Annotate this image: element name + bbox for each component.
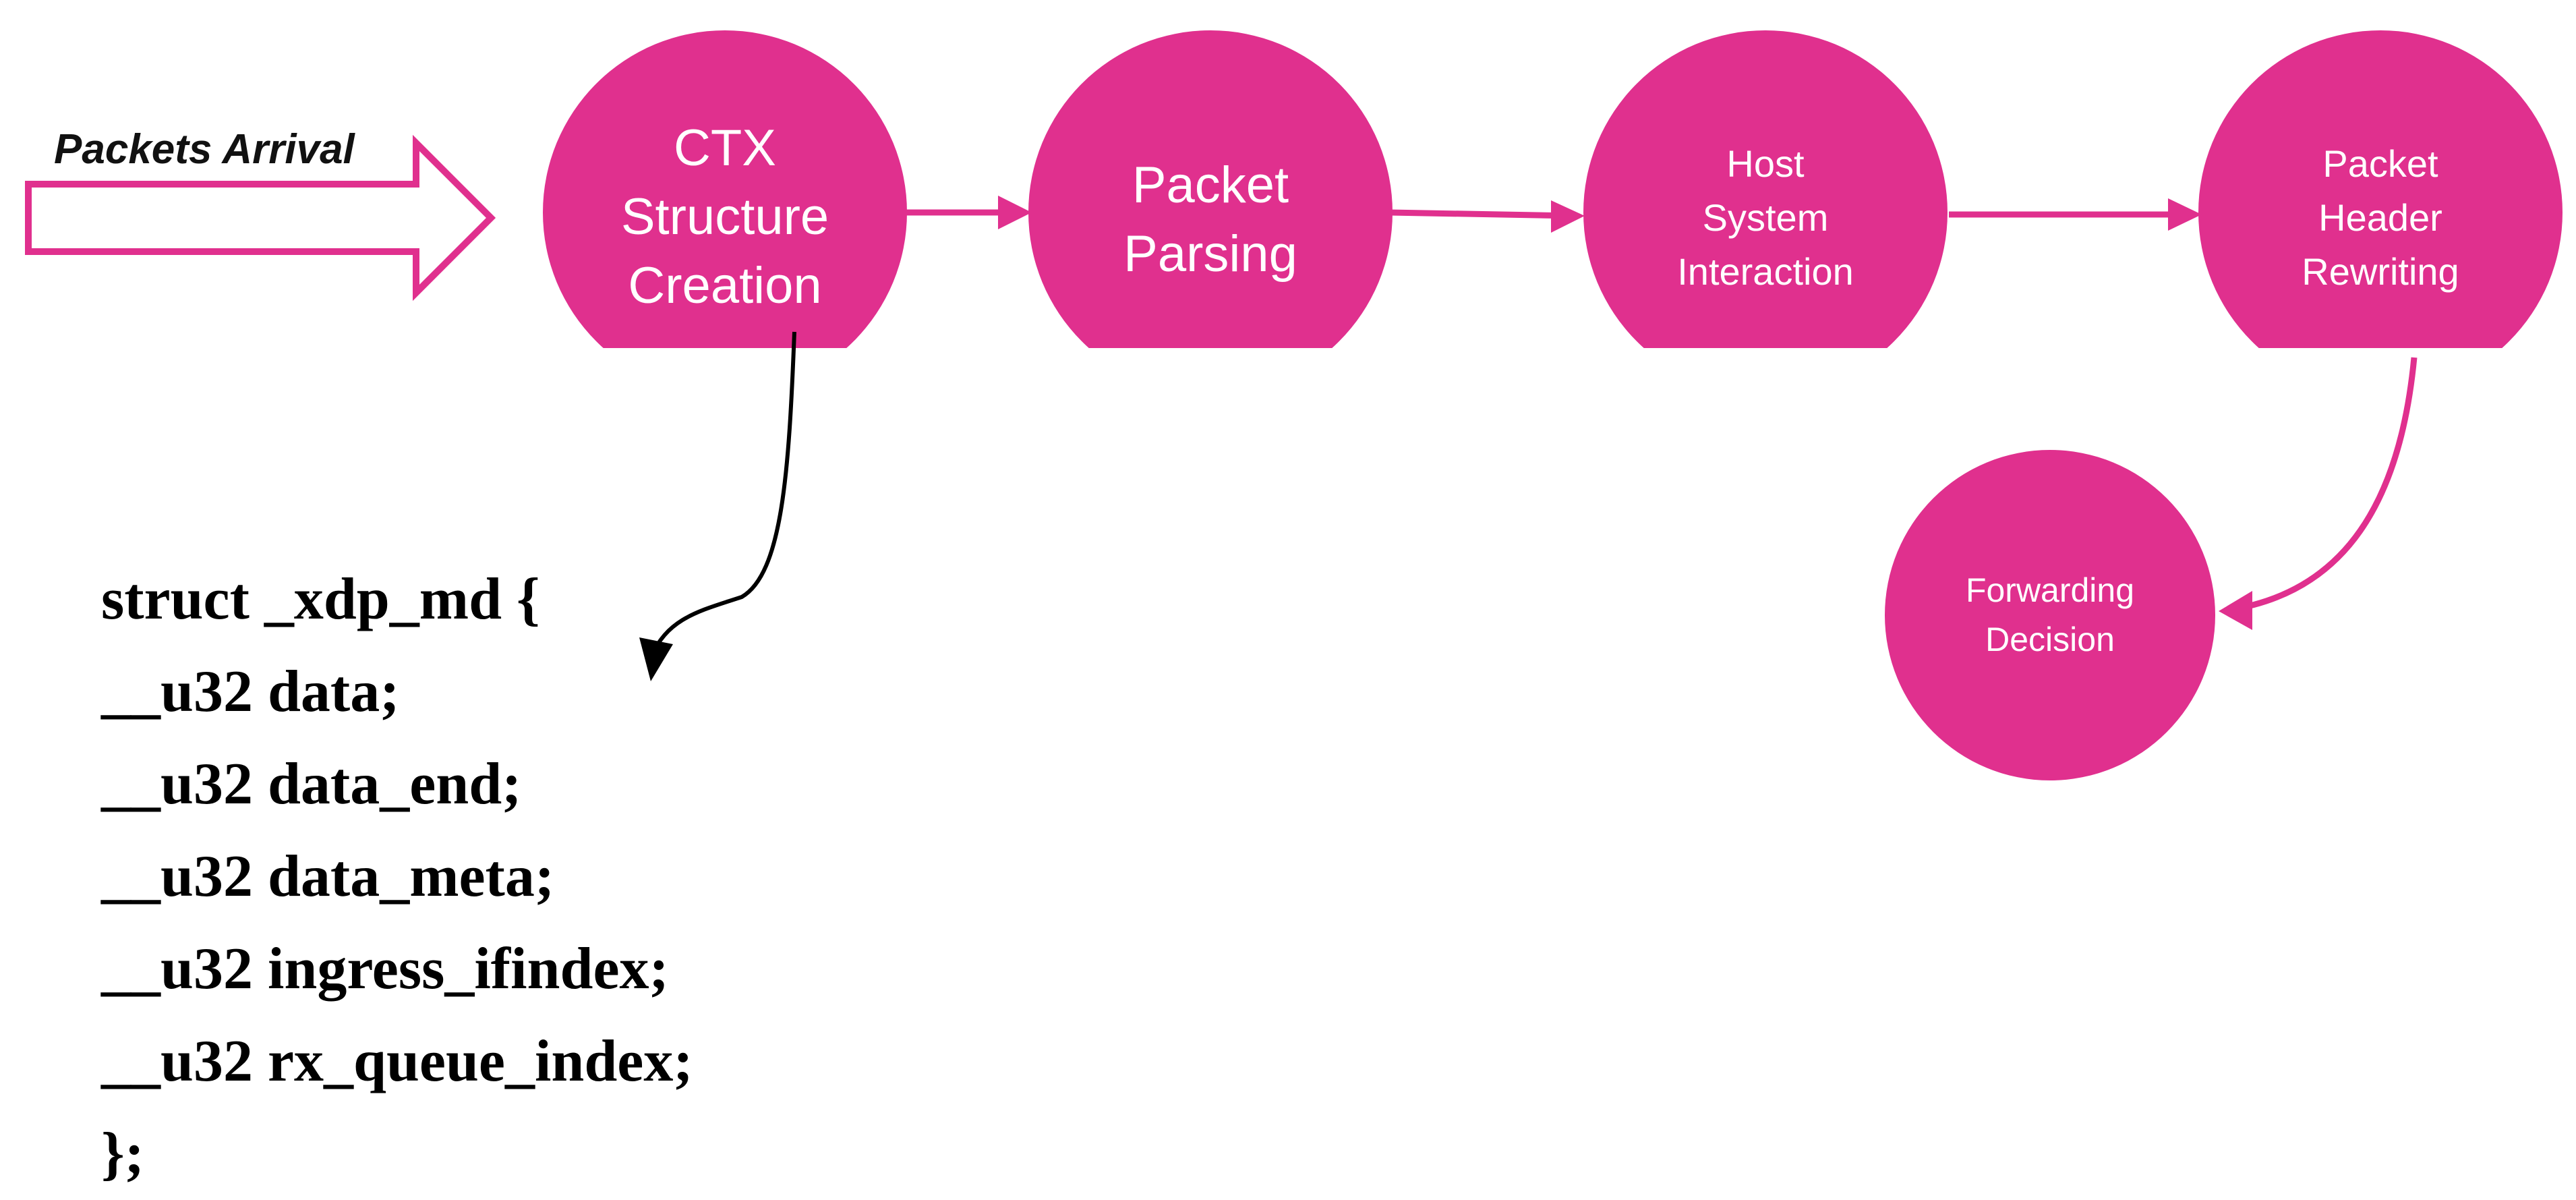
code-line-3: __u32 data_end;	[101, 751, 522, 817]
code-line-7: };	[101, 1121, 144, 1187]
code-line-2: __u32 data;	[101, 659, 400, 724]
connector-parsing-to-host	[1388, 209, 1575, 219]
top-row-nodes	[543, 30, 2563, 348]
connector-host-to-rewrite-head	[2168, 198, 2202, 231]
packets-arrival-label: Packets Arrival	[54, 126, 356, 173]
node-ctx-structure-creation	[543, 30, 907, 348]
node-packet-parsing	[1028, 30, 1393, 348]
rewrite-label-line-3: Rewriting	[2302, 250, 2459, 293]
connector-parsing-to-host-head	[1551, 200, 1585, 233]
node-packet-header-rewriting	[2198, 30, 2563, 348]
host-label-line-3: Interaction	[1677, 250, 1854, 293]
code-line-4: __u32 data_meta;	[101, 844, 555, 909]
connector-rewrite-to-forward-head	[2219, 591, 2252, 630]
xdp-md-struct-code: struct _xdp_md { __u32 data; __u32 data_en…	[101, 553, 693, 1200]
connector-rewrite-to-forward	[2225, 357, 2418, 614]
ctx-to-struct-head	[639, 637, 673, 681]
ctx-to-struct-curve	[649, 331, 796, 659]
arrival-arrow-shape	[25, 134, 496, 302]
rewrite-label-line-1: Packet	[2322, 142, 2438, 185]
connector-ctx-to-parsing-head	[998, 196, 1032, 229]
rewrite-label-line-2: Header	[2318, 196, 2442, 239]
packets-arrival-arrow: Packets Arrival	[25, 126, 496, 302]
parsing-label-line-1: Packet	[1132, 156, 1289, 214]
ctx-to-struct-arrow	[639, 331, 796, 681]
ctx-label-line-1: CTX	[674, 119, 776, 177]
forward-label-line-2: Decision	[1985, 621, 2115, 658]
forward-label-line-1: Forwarding	[1966, 571, 2134, 609]
ctx-label-line-3: Creation	[628, 257, 821, 314]
node-host-system-interaction	[1583, 30, 1948, 348]
code-line-5: __u32 ingress_ifindex;	[101, 936, 669, 1002]
parsing-label-line-2: Parsing	[1123, 225, 1297, 283]
ctx-label-line-2: Structure	[621, 188, 829, 246]
connectors	[904, 196, 2418, 630]
node-labels: CTX Structure Creation Packet Parsing Ho…	[621, 119, 2459, 658]
code-line-1: struct _xdp_md {	[101, 567, 540, 632]
host-label-line-2: System	[1703, 196, 1829, 239]
host-label-line-1: Host	[1726, 142, 1805, 185]
node-forwarding-decision	[1885, 450, 2215, 780]
code-line-6: __u32 rx_queue_index;	[101, 1029, 693, 1094]
